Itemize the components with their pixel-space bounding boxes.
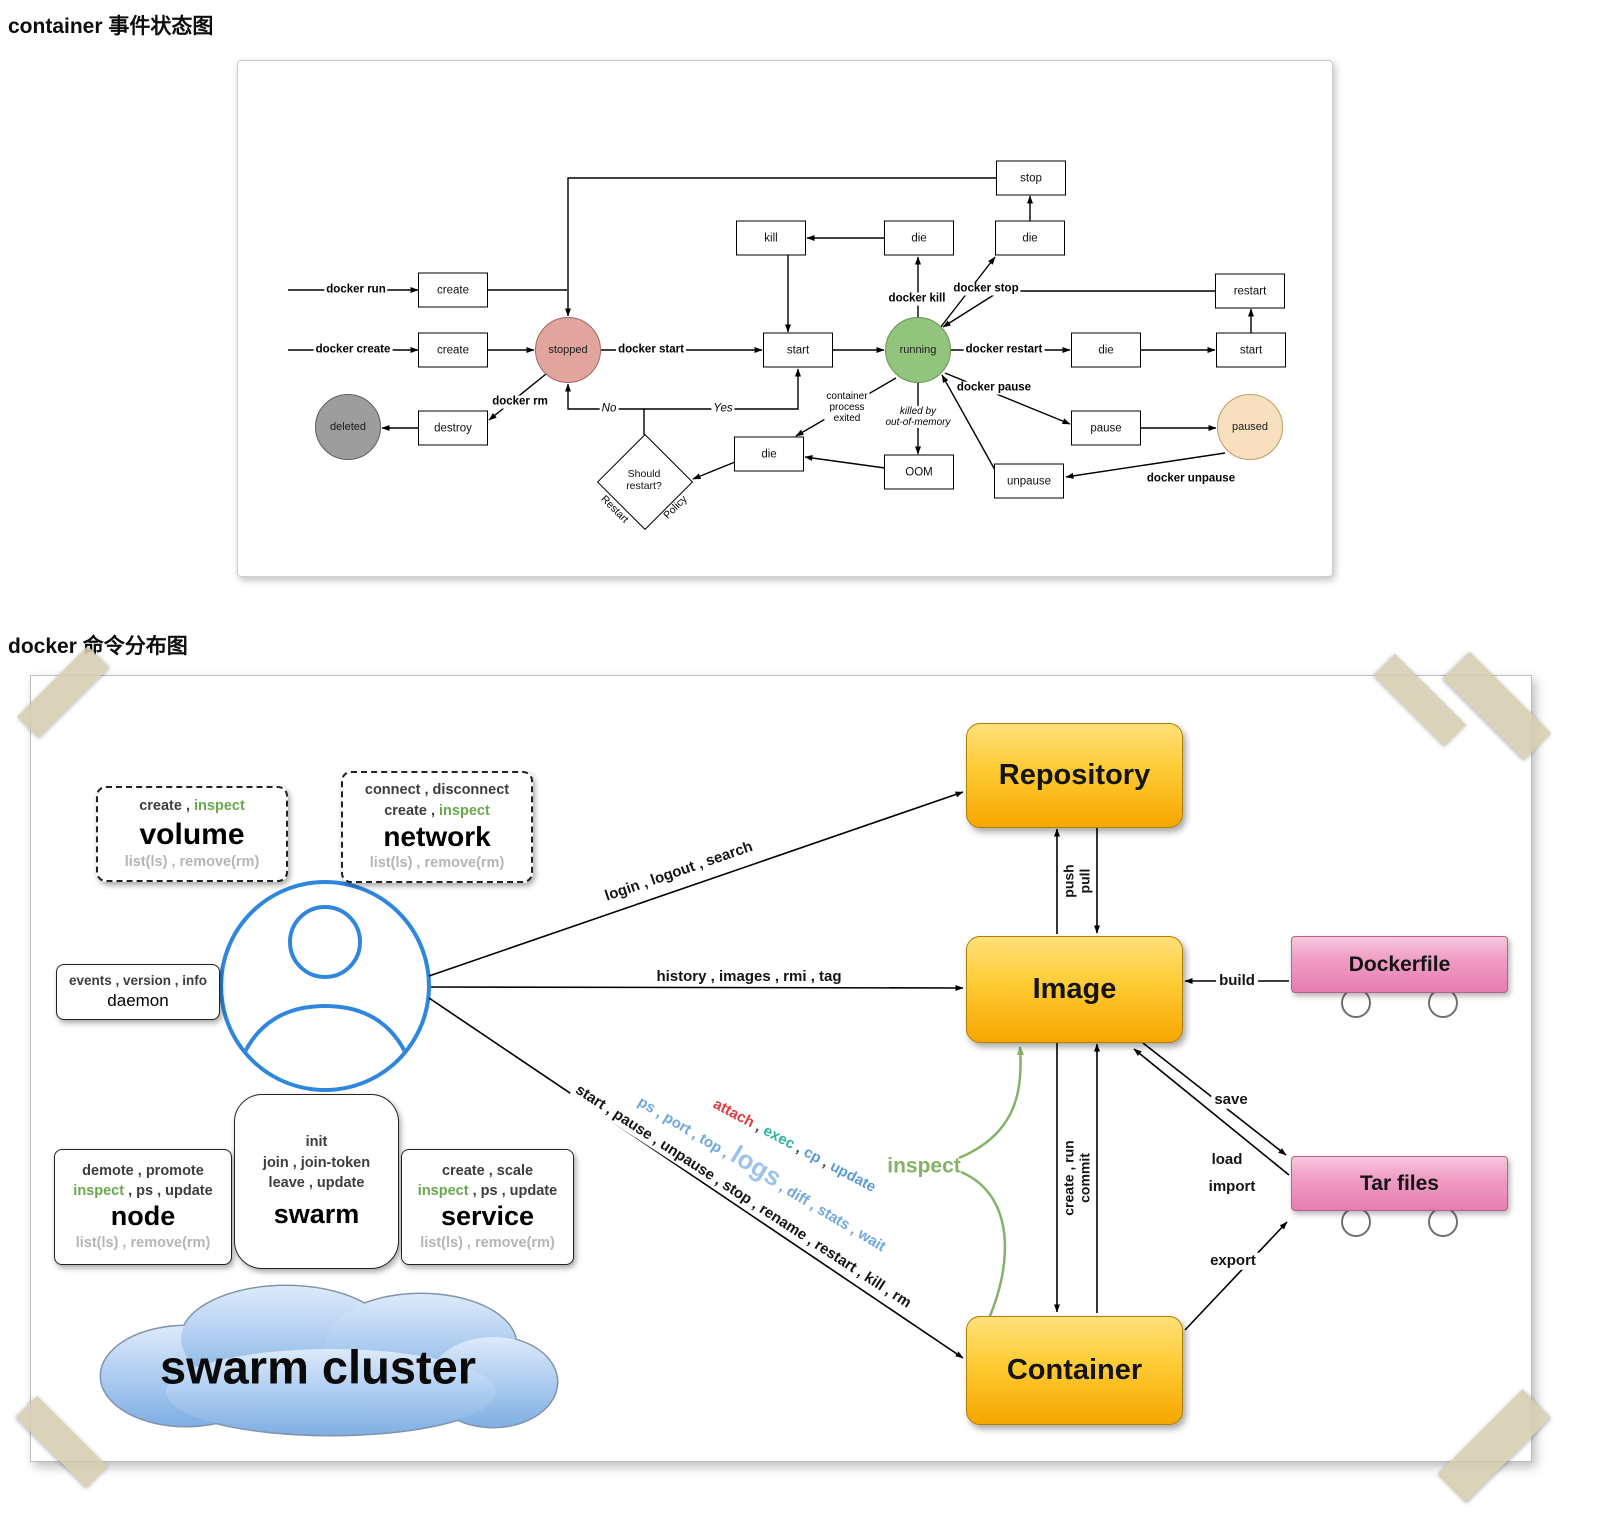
edge-label-docker-pause: docker pause: [954, 381, 1034, 395]
edge-label-docker-rm: docker rm: [490, 395, 550, 409]
attach-word: attach: [710, 1095, 758, 1131]
edge-label-docker-kill: docker kill: [886, 292, 948, 306]
edge-label-load: load: [1208, 1151, 1246, 1169]
edge-label-push: push: [1060, 864, 1077, 898]
state-node-paused: paused: [1217, 394, 1283, 460]
repository-box: Repository: [966, 723, 1183, 828]
network-title: network: [383, 820, 491, 852]
state-node-die-right: die: [1071, 332, 1141, 368]
edge-label-create-run: create , run: [1060, 1140, 1077, 1216]
edge-label-process-exited: container process exited: [824, 391, 870, 425]
edge-label-import: import: [1205, 1178, 1259, 1196]
edge-label-docker-create: docker create: [313, 343, 393, 357]
edge-label-killed-oom: killed by out-of-memory: [883, 405, 953, 429]
state-node-start-right: start: [1216, 332, 1286, 368]
swarm-cluster-cloud: [99, 1284, 559, 1437]
daemon-commands: events , version , info: [68, 973, 208, 989]
state-node-create-run: create: [418, 272, 488, 308]
edge-label-inspect: inspect: [887, 1154, 961, 1178]
command-map-panel: create , inspect volume list(ls) , remov…: [30, 675, 1532, 1462]
state-node-should-restart: Should restart?: [596, 433, 694, 531]
command-map-graphics: [99, 791, 1458, 1437]
state-diagram-panel: create create destroy deleted stopped kill die…: [237, 60, 1333, 577]
edge-label-docker-start: docker start: [616, 343, 686, 357]
dockerfile-wheels: [1341, 988, 1458, 1018]
update-word: update: [827, 1157, 879, 1196]
edge-label-yes: Yes: [711, 402, 735, 416]
edge-label-docker-stop: docker stop: [951, 282, 1021, 296]
image-label: Image: [1032, 973, 1117, 1005]
state-node-die-ne: die: [995, 220, 1065, 256]
image-box: Image: [966, 936, 1183, 1043]
state-node-running: running: [885, 317, 951, 383]
state-node-create-create: create: [418, 332, 488, 368]
edge-label-build: build: [1216, 972, 1258, 990]
container-label: Container: [1006, 1354, 1143, 1386]
state-node-kill: kill: [736, 220, 806, 256]
edge-label-save: save: [1211, 1091, 1251, 1109]
edge-label-commit: commit: [1076, 1153, 1093, 1203]
edge-label-docker-restart: docker restart: [963, 343, 1045, 357]
state-diagram-nodes: create create destroy deleted stopped kill die…: [238, 61, 1332, 576]
service-commands-row1: create , scale: [441, 1162, 534, 1179]
inspect-arrows: [958, 1046, 1025, 1355]
user-icon: [219, 880, 431, 1092]
service-commands-row2: inspect , ps , update: [417, 1183, 558, 1200]
swarm-commands-row2: join , join-token: [262, 1154, 371, 1171]
edge-label-export: export: [1207, 1252, 1259, 1270]
tarfiles-box: Tar files: [1291, 1156, 1508, 1211]
service-card: create , scale inspect , ps , update ser…: [401, 1149, 574, 1265]
edge-label-no: No: [599, 402, 619, 416]
edge-label-history: history , images , rmi , tag: [653, 968, 845, 986]
daemon-title: daemon: [107, 991, 169, 1011]
state-node-stop: stop: [996, 160, 1066, 196]
node-card: demote , promote inspect , ps , update n…: [54, 1149, 232, 1265]
decision-label: Should restart?: [626, 468, 662, 492]
daemon-card: events , version , info daemon: [56, 964, 220, 1020]
dockerfile-label: Dockerfile: [1348, 952, 1451, 976]
swarm-card: init join , join-token leave , update sw…: [234, 1094, 399, 1269]
volume-commands-top: create , inspect: [139, 798, 245, 815]
edge-label-docker-unpause: docker unpause: [1144, 472, 1238, 486]
node-commands-bottom: list(ls) , remove(rm): [75, 1234, 211, 1251]
service-commands-bottom: list(ls) , remove(rm): [420, 1234, 555, 1251]
network-card: connect , disconnect create , inspect ne…: [341, 771, 533, 883]
edge-label-pull: pull: [1076, 868, 1093, 894]
swarm-commands-row3: leave , update: [268, 1174, 365, 1191]
dockerfile-box: Dockerfile: [1291, 936, 1508, 993]
state-node-restart: restart: [1215, 273, 1285, 309]
swarm-cluster-label: swarm cluster: [159, 1340, 477, 1394]
state-node-die-bottom: die: [734, 436, 804, 472]
service-title: service: [440, 1201, 535, 1232]
command-arrows: [428, 791, 1290, 1359]
state-node-start-mid: start: [763, 332, 833, 368]
swarm-title: swarm: [273, 1198, 360, 1229]
state-node-deleted: deleted: [315, 394, 381, 460]
state-node-die-top: die: [884, 220, 954, 256]
repository-label: Repository: [998, 759, 1151, 791]
state-node-stopped: stopped: [535, 317, 601, 383]
node-commands-row1: demote , promote: [82, 1162, 204, 1179]
network-commands-bottom: list(ls) , remove(rm): [369, 855, 505, 872]
volume-card: create , inspect volume list(ls) , remov…: [96, 786, 288, 882]
state-diagram-title: container 事件状态图: [8, 15, 214, 38]
volume-commands-bottom: list(ls) , remove(rm): [124, 853, 260, 870]
node-title: node: [110, 1201, 176, 1232]
edge-label-docker-run: docker run: [324, 283, 388, 297]
volume-title: volume: [139, 817, 245, 851]
swarm-commands-row1: init: [305, 1134, 328, 1151]
node-commands-row2: inspect , ps , update: [73, 1183, 213, 1200]
network-commands-row1: connect , disconnect: [364, 782, 510, 799]
state-node-oom: OOM: [884, 454, 954, 490]
tarfiles-label: Tar files: [1360, 1171, 1439, 1195]
network-commands-row2: create , inspect: [384, 802, 490, 819]
state-node-pause: pause: [1071, 410, 1141, 446]
state-node-destroy: destroy: [418, 410, 488, 446]
state-node-unpause: unpause: [994, 463, 1064, 499]
command-map-title: docker 命令分布图: [8, 635, 188, 658]
tarfiles-wheels: [1341, 1207, 1458, 1237]
container-box: Container: [966, 1316, 1183, 1425]
